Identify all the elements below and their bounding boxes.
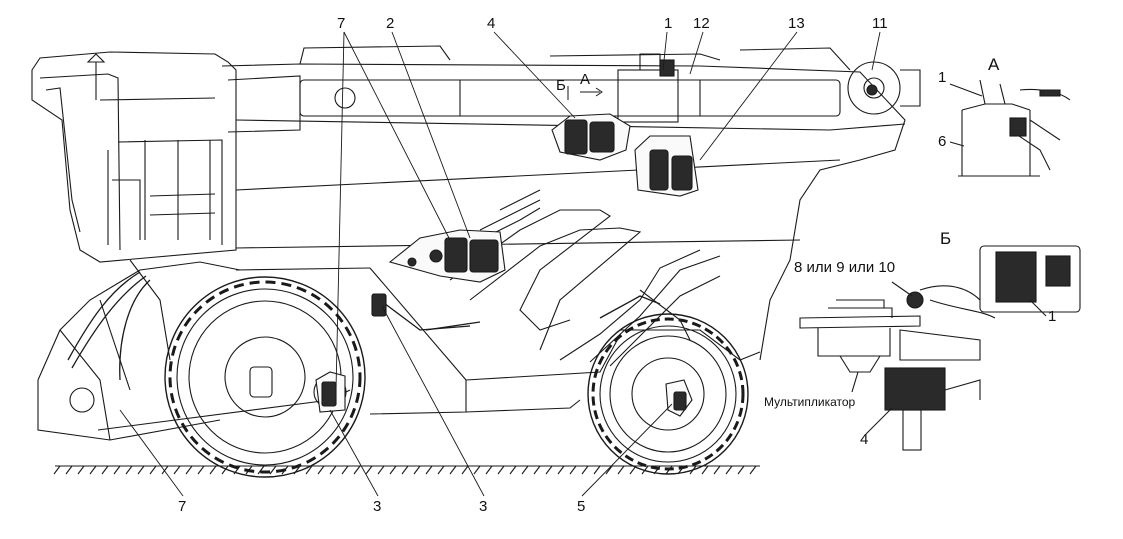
leader-lines [119,31,881,497]
inset-view-a [949,79,1071,177]
inset-b-callout-1: 1 [1048,308,1057,325]
valve-3 [371,293,387,317]
callout-4-top: 4 [487,15,496,32]
cabin-railing [107,139,223,245]
callout-13: 13 [788,15,805,32]
callout-7-bottom: 7 [178,498,187,515]
callout-11: 11 [872,15,888,32]
inset-a-callout-6: 6 [938,133,947,150]
callout-7-top: 7 [337,15,346,32]
inset-a-callout-1: 1 [938,69,947,86]
view-b-marker: Б [556,77,566,94]
rear-wheel [587,289,761,475]
inset-b-callout-4: 4 [860,431,869,448]
fan-11 [866,84,878,96]
pump-assembly-13 [634,135,699,197]
front-wheel [164,276,366,478]
cabin [31,51,237,263]
inset-a-title: А [988,55,1000,74]
hub-motor-3 [315,371,346,413]
callout-3-right: 3 [479,498,488,515]
callout-5: 5 [577,498,586,515]
multiplier-caption: Мультипликатор [764,395,856,409]
callout-2: 2 [386,15,395,32]
machine-body [221,45,906,415]
callout-12: 12 [693,15,710,32]
view-a-marker: А [580,71,591,88]
callout-3-left: 3 [373,498,382,515]
bracket-12 [659,59,675,77]
callout-1-top: 1 [664,15,673,32]
pump-assembly-2 [388,229,506,283]
hub-motor-5 [665,379,693,417]
body-stripes [449,189,721,367]
inset-b-callout-8-9-10: 8 или 9 или 10 [794,259,896,276]
hydraulic-hoses [67,271,661,381]
inset-b-title: Б [940,229,952,248]
view-arrow-markers [567,86,603,100]
pump-assembly-4 [551,113,631,161]
inset-view-b [799,245,1081,451]
